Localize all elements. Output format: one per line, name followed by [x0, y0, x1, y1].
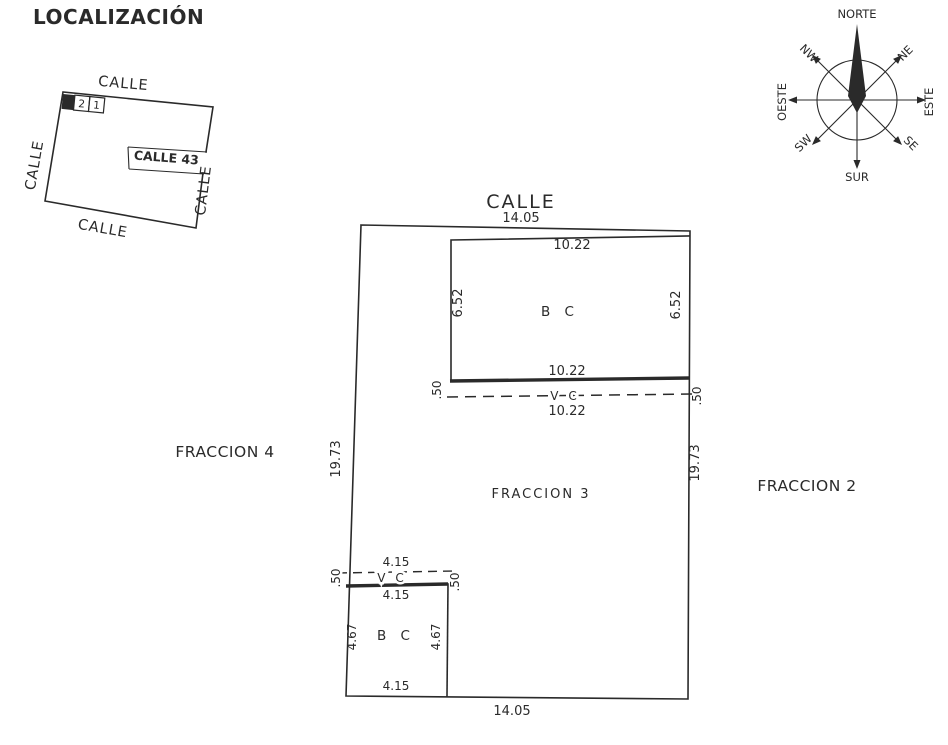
location-map: 2 1 CALLE CALLE CALLE CALLE CALLE 43	[23, 74, 215, 241]
street-top-label: CALLE	[98, 74, 150, 94]
compass-southwest-label: SW	[792, 132, 815, 155]
compass-north-label: NORTE	[837, 7, 876, 21]
compass-arrow-northeast	[893, 55, 902, 64]
upper-vc-dim: 10.22	[548, 404, 585, 419]
compass-rays	[793, 58, 921, 164]
upper-vc-dashed-line	[446, 393, 694, 398]
lot-row: 2 1	[61, 94, 106, 114]
lower-block-dim-left: 4.67	[345, 624, 359, 651]
compass-south-label: SUR	[845, 170, 869, 184]
lot-1-label: 1	[93, 99, 101, 112]
calle43-street-lines	[127, 146, 208, 175]
parcel-label: FRACCION 3	[492, 487, 591, 502]
lower-block-right-edge	[446, 583, 449, 697]
lot-2-label: 2	[78, 98, 86, 111]
page-title: LOCALIZACIÓN	[33, 5, 204, 29]
compass-rose: NORTE SUR ESTE OESTE NE NW SE SW	[775, 7, 936, 184]
compass-north-needle	[848, 24, 866, 113]
lower-block-dim-bottom: 4.15	[383, 679, 410, 693]
upper-vc-label: V C	[550, 389, 579, 403]
lower-vc-label: V C	[377, 571, 406, 585]
compass-southeast-label: SE	[901, 133, 921, 153]
upper-block-outline	[450, 235, 690, 382]
plot-dim-left: 19.73	[329, 440, 344, 477]
compass-west-label: OESTE	[775, 83, 789, 121]
plot-street-label: CALLE	[486, 191, 555, 213]
lower-dim-above-vc: 4.15	[383, 555, 410, 569]
plot-dim-right: 19.73	[688, 444, 703, 481]
lower-block-label: B C	[377, 628, 415, 644]
lower-block-dim-top: 4.15	[383, 588, 410, 602]
lower-block-dim-right: 4.67	[429, 624, 443, 651]
neighbor-left-label: FRACCION 4	[175, 443, 274, 461]
upper-block-bottom-wall	[449, 376, 691, 383]
lower-vc-dashed-line	[337, 570, 458, 574]
upper-block-dim-right: 6.52	[669, 291, 684, 320]
compass-arrow-west	[788, 96, 797, 104]
street-right-label: CALLE	[193, 165, 215, 217]
compass-east-label: ESTE	[922, 88, 936, 117]
lower-offset-left: .50	[329, 568, 343, 587]
lot-1-box	[87, 95, 106, 114]
compass-arrow-south	[853, 160, 861, 169]
lower-offset-right: .50	[448, 572, 462, 591]
upper-offset-left: .50	[430, 380, 444, 399]
compass-arrow-northwest	[812, 55, 821, 64]
upper-block-dim-left: 6.52	[451, 289, 466, 318]
plot-dim-bottom: 14.05	[493, 704, 530, 719]
street-43-label: CALLE 43	[133, 147, 199, 167]
upper-block-dim-bottom: 10.22	[548, 364, 585, 379]
upper-block-label: B C	[541, 304, 579, 320]
upper-offset-right: .50	[690, 386, 704, 405]
street-left-label: CALLE	[23, 139, 48, 191]
compass-arrow-southeast	[893, 136, 902, 145]
lower-block-top-wall	[345, 582, 449, 588]
plot-dim-top: 14.05	[502, 211, 539, 226]
block-outline	[44, 91, 214, 229]
street-bottom-label: CALLE	[77, 217, 129, 242]
compass-arrow-east	[917, 96, 926, 104]
compass-arrow-southwest	[812, 136, 821, 145]
lot-filled-box	[61, 94, 75, 111]
parcel-boundary	[345, 224, 691, 700]
neighbor-right-label: FRACCION 2	[757, 477, 856, 495]
upper-block-dim-top: 10.22	[553, 238, 590, 253]
survey-plot: CALLE 14.05 14.05 19.73 19.73 FRACCION 4…	[175, 191, 856, 719]
